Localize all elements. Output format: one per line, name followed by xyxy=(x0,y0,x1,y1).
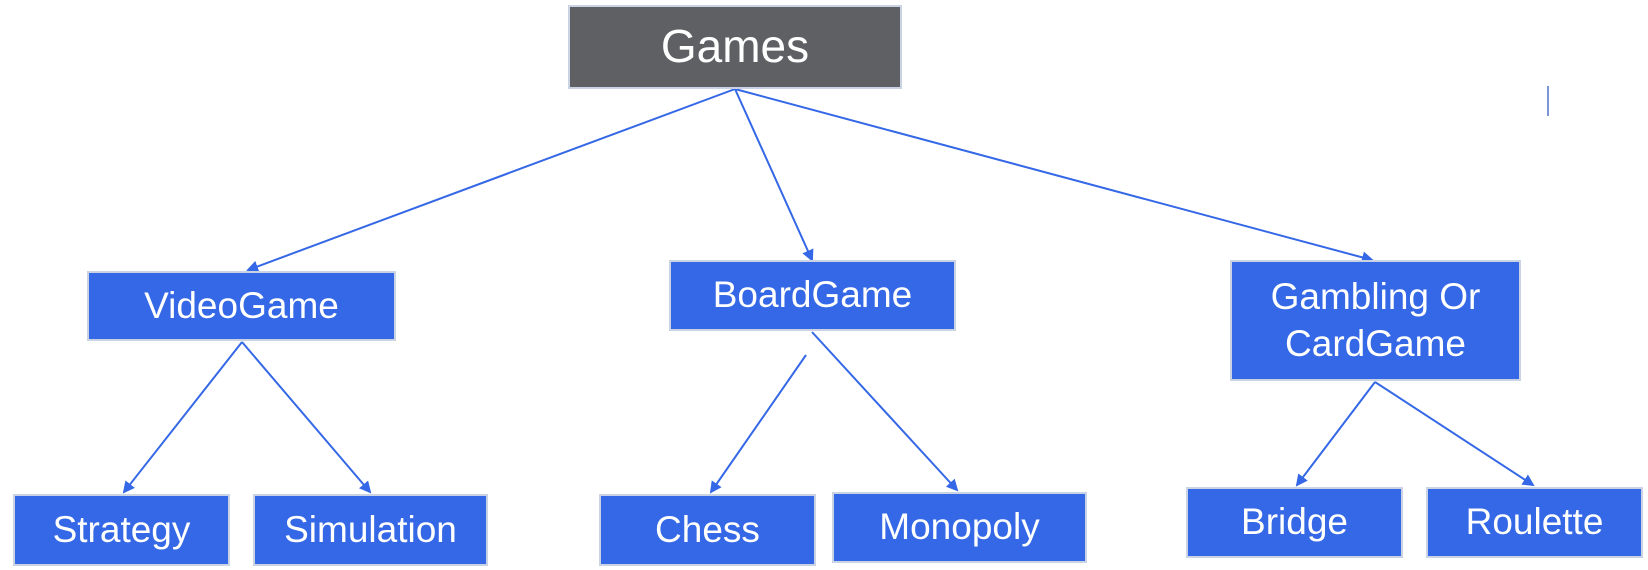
node-chess: Chess xyxy=(599,494,816,566)
edge-gambling-roulette xyxy=(1374,381,1535,487)
node-roulette-label: Roulette xyxy=(1465,501,1604,543)
node-gambling-label-line1: Gambling Or xyxy=(1270,276,1481,318)
node-games-label: Games xyxy=(660,20,810,73)
edge-videogame-simulation xyxy=(241,341,372,494)
node-monopoly: Monopoly xyxy=(832,492,1087,563)
node-videogame-label: VideoGame xyxy=(144,284,339,326)
edge-games-gambling xyxy=(734,88,1374,264)
node-gambling-or-cardgame: Gambling Or CardGame xyxy=(1230,260,1521,381)
edge-games-boardgame xyxy=(734,88,814,262)
node-chess-label: Chess xyxy=(655,508,760,550)
node-videogame: VideoGame xyxy=(87,271,396,341)
edge-games-videogame xyxy=(246,88,736,273)
node-simulation: Simulation xyxy=(253,494,488,566)
node-monopoly-label: Monopoly xyxy=(879,506,1040,548)
node-games: Games xyxy=(568,5,902,89)
node-bridge: Bridge xyxy=(1186,487,1403,558)
node-bridge-label: Bridge xyxy=(1241,501,1348,543)
node-simulation-label: Simulation xyxy=(284,508,457,550)
node-gambling-label-line2: CardGame xyxy=(1285,322,1466,364)
node-boardgame-label: BoardGame xyxy=(712,274,913,316)
edge-videogame-strategy xyxy=(122,341,243,494)
node-strategy-label: Strategy xyxy=(52,508,191,550)
edge-boardgame-chess xyxy=(709,354,807,494)
node-roulette: Roulette xyxy=(1426,487,1643,558)
node-strategy: Strategy xyxy=(13,494,230,566)
edge-boardgame-monopoly xyxy=(811,331,959,492)
node-boardgame: BoardGame xyxy=(669,260,956,331)
text-cursor-mark xyxy=(1547,86,1549,116)
edge-gambling-bridge xyxy=(1295,381,1376,487)
